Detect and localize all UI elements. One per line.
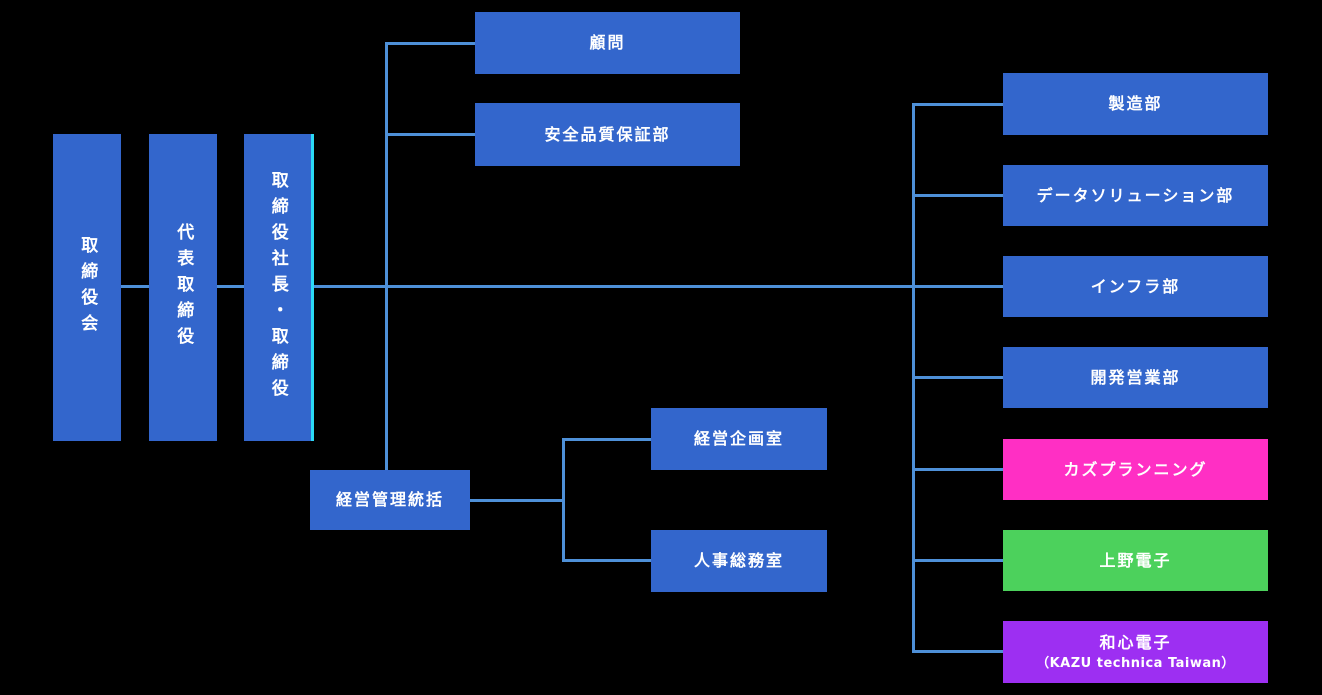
org-node-advisor: 顧問 xyxy=(475,12,740,74)
org-node-representative-director: 代表取締役 xyxy=(149,134,217,441)
org-node-label: 経営管理統括 xyxy=(335,490,444,510)
connector-main-horizontal xyxy=(314,285,1003,288)
org-node-kazu-planning: カズプランニング xyxy=(1003,439,1268,500)
org-node-infrastructure-dept: インフラ部 xyxy=(1003,256,1268,317)
connector-office-branch-vertical xyxy=(562,438,565,562)
connector-planning-stub xyxy=(565,438,651,441)
org-node-label: 上野電子 xyxy=(1099,550,1172,570)
org-node-label: 安全品質保証部 xyxy=(544,124,671,144)
connector-kazu-planning-stub xyxy=(915,468,1003,471)
connector-advisor-stub xyxy=(388,42,475,45)
org-node-label: 和心電子 xyxy=(1099,632,1172,652)
org-node-label: 開発営業部 xyxy=(1090,367,1181,387)
org-node-label: 取締役会 xyxy=(77,235,98,340)
connector-hr-stub xyxy=(565,559,651,562)
org-node-label: データソリューション部 xyxy=(1036,185,1235,205)
org-node-management-control: 経営管理統括 xyxy=(310,470,470,530)
org-node-label: 顧問 xyxy=(589,33,626,53)
org-node-president: 取締役社長・取締役 xyxy=(244,134,311,441)
connector-management-horizontal xyxy=(470,499,562,502)
org-node-manufacturing-dept: 製造部 xyxy=(1003,73,1268,135)
connector-top-branch-vertical xyxy=(385,42,388,470)
connector-manufacturing-stub xyxy=(915,103,1003,106)
org-node-development-sales-dept: 開発営業部 xyxy=(1003,347,1268,408)
org-node-safety-quality-dept: 安全品質保証部 xyxy=(475,103,740,166)
org-node-label: 人事総務室 xyxy=(693,551,784,571)
org-node-washin-electronics: 和心電子 （KAZU technica Taiwan） xyxy=(1003,621,1268,683)
org-node-hr-general-affairs-office: 人事総務室 xyxy=(651,530,827,592)
org-node-board: 取締役会 xyxy=(53,134,121,441)
org-node-ueno-electronics: 上野電子 xyxy=(1003,530,1268,591)
connector-right-trunk-vertical xyxy=(912,103,915,653)
org-node-data-solution-dept: データソリューション部 xyxy=(1003,165,1268,226)
connector-washin-stub xyxy=(915,650,1003,653)
org-node-label: 製造部 xyxy=(1108,94,1163,114)
connector-safety-stub xyxy=(388,133,475,136)
connector-ueno-stub xyxy=(915,559,1003,562)
connector-dev-sales-stub xyxy=(915,376,1003,379)
connector-board-representative xyxy=(121,285,149,288)
connector-representative-president xyxy=(217,285,244,288)
org-node-label: カズプランニング xyxy=(1063,459,1208,479)
org-node-label: インフラ部 xyxy=(1090,276,1181,296)
org-node-label: 代表取締役 xyxy=(173,222,194,353)
connector-data-solution-stub xyxy=(915,194,1003,197)
org-node-label: 取締役社長・取締役 xyxy=(267,170,288,405)
president-cyan-accent-line xyxy=(311,134,314,441)
org-node-corporate-planning-office: 経営企画室 xyxy=(651,408,827,470)
org-node-subtitle: （KAZU technica Taiwan） xyxy=(1036,655,1235,671)
org-node-label: 経営企画室 xyxy=(693,429,784,449)
